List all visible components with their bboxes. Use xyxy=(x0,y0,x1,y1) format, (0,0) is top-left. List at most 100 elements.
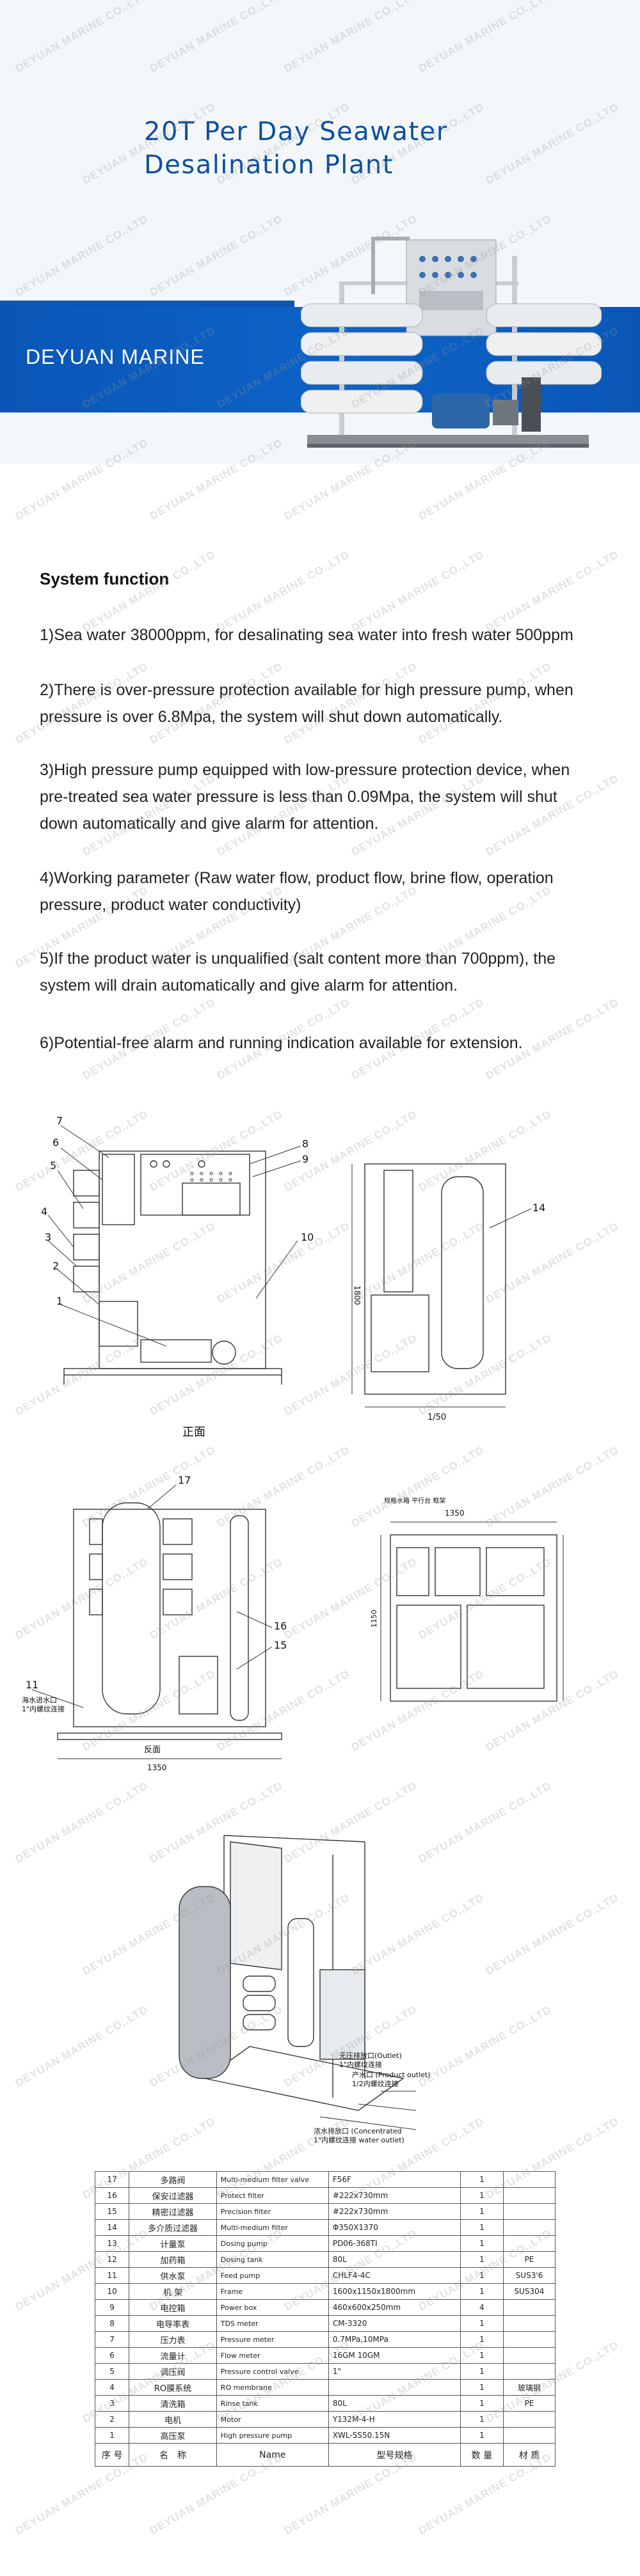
table-cell-qty: 1 xyxy=(460,2203,504,2220)
table-cell-no: 1 xyxy=(94,2427,130,2444)
table-cell-model: CM-3320 xyxy=(328,2315,461,2332)
table-cell-model xyxy=(328,2379,461,2396)
plan-note: 规格水箱 平行台 框架 xyxy=(384,1496,445,1505)
table-cell-model: CHLF4-4C xyxy=(328,2267,461,2284)
table-cell-mat xyxy=(502,2315,556,2332)
table-cell-model: PD06-368TI xyxy=(328,2235,461,2252)
table-cell-qty: 1 xyxy=(460,2171,504,2188)
table-cell-no: 5 xyxy=(94,2363,130,2380)
table-cell-no: 4 xyxy=(94,2379,130,2396)
callout-3: 3 xyxy=(45,1231,51,1243)
table-cell-model: 16GM 10GM xyxy=(328,2347,461,2364)
table-cell-cn: 清洗箱 xyxy=(129,2395,217,2412)
iso-label-outlet-thread: 1"内螺纹连接 xyxy=(339,2060,382,2069)
table-header-qty: 数 量 xyxy=(460,2443,504,2467)
callout-5: 5 xyxy=(50,1159,56,1172)
hero-title-line-2: Desalination Plant xyxy=(144,150,394,180)
table-cell-no: 17 xyxy=(94,2171,130,2188)
table-header-model: 型号规格 xyxy=(328,2443,461,2467)
table-cell-no: 13 xyxy=(94,2235,130,2252)
table-cell-en: Dosing tank xyxy=(216,2251,329,2268)
table-cell-en: Rinse tank xyxy=(216,2395,329,2412)
iso-label-outlet: 无压排放口(Outlet) xyxy=(339,2051,402,2060)
function-item-2: 2)There is over-pressure protection avai… xyxy=(40,681,573,726)
table-cell-no: 7 xyxy=(94,2331,130,2348)
table-cell-mat: SUS304 xyxy=(502,2283,556,2300)
table-cell-qty: 1 xyxy=(460,2283,504,2300)
table-cell-cn: 多路阀 xyxy=(129,2171,217,2188)
table-cell-qty: 1 xyxy=(460,2331,504,2348)
table-cell-qty: 1 xyxy=(460,2379,504,2396)
iso-label-product: 产水口 (Product outlet) xyxy=(352,2070,431,2079)
table-cell-model: F56F xyxy=(328,2171,461,2188)
hero-banner: 20T Per Day Seawater Desalination Plant … xyxy=(0,0,640,464)
table-cell-model: 460x600x250mm xyxy=(328,2299,461,2316)
table-cell-cn: 供水泵 xyxy=(129,2267,217,2284)
table-cell-model: 1" xyxy=(328,2363,461,2380)
isometric-view-drawing: 无压排放口(Outlet) 1"内螺纹连接 产水口 (Product outle… xyxy=(128,1810,486,2155)
table-cell-qty: 1 xyxy=(460,2347,504,2364)
callout-15: 15 xyxy=(274,1639,287,1651)
table-cell-model: 80L xyxy=(328,2251,461,2268)
table-cell-qty: 4 xyxy=(460,2299,504,2316)
table-cell-model: 1600x1150x1800mm xyxy=(328,2283,461,2300)
table-cell-en: Dosing pump xyxy=(216,2235,329,2252)
table-cell-en: RO membrane xyxy=(216,2379,329,2396)
hero-title: 20T Per Day Seawater Desalination Plant xyxy=(144,115,448,182)
watermark-text: DEYUAN MARINE CO.,LTD xyxy=(483,1891,621,1977)
table-cell-no: 6 xyxy=(94,2347,130,2364)
function-item-5: 5)If the product water is unqualified (s… xyxy=(40,950,556,994)
table-cell-model: Y132M-4-H xyxy=(328,2411,461,2428)
callout-2: 2 xyxy=(52,1260,59,1272)
table-cell-mat xyxy=(502,2363,556,2380)
function-item-1: 1)Sea water 38000ppm, for desalinating s… xyxy=(40,626,573,644)
table-cell-en: Flow meter xyxy=(216,2347,329,2364)
front-view-caption: 正面 xyxy=(182,1425,205,1439)
table-cell-en: Protect filter xyxy=(216,2187,329,2204)
table-cell-qty: 1 xyxy=(460,2251,504,2268)
back-dim-width: 1350 xyxy=(147,1763,167,1772)
table-cell-qty: 1 xyxy=(460,2187,504,2204)
function-item-3: 3)High pressure pump equipped with low-p… xyxy=(40,761,570,833)
table-cell-en: Multi-medium filter valve xyxy=(216,2171,329,2188)
side-dim-width: 1/50 xyxy=(428,1413,446,1422)
table-cell-cn: 流量计 xyxy=(129,2347,217,2364)
table-cell-qty: 1 xyxy=(460,2315,504,2332)
table-cell-cn: 多介质过滤器 xyxy=(129,2219,217,2236)
table-cell-no: 15 xyxy=(94,2203,130,2220)
table-cell-model: #222x730mm xyxy=(328,2203,461,2220)
table-cell-model: Φ350X1370 xyxy=(328,2219,461,2236)
table-cell-en: Pressure control valve xyxy=(216,2363,329,2380)
table-cell-en: Pressure meter xyxy=(216,2331,329,2348)
side-view-drawing: 14 1/50 1800 xyxy=(346,1151,557,1426)
table-cell-mat xyxy=(502,2427,556,2444)
callout-14: 14 xyxy=(532,1202,545,1214)
callout-9: 9 xyxy=(302,1153,308,1165)
table-cell-no: 10 xyxy=(94,2283,130,2300)
table-header-mat: 材 质 xyxy=(502,2443,556,2467)
table-cell-mat: PE xyxy=(502,2395,556,2412)
plan-view-drawing: 1350 规格水箱 平行台 框架 1150 xyxy=(371,1484,570,1752)
table-cell-mat xyxy=(502,2299,556,2316)
table-cell-no: 2 xyxy=(94,2411,130,2428)
table-cell-no: 9 xyxy=(94,2299,130,2316)
table-cell-no: 12 xyxy=(94,2251,130,2268)
table-cell-model: 0.7MPa,10MPa xyxy=(328,2331,461,2348)
iso-label-brine-thread: 1"内螺纹连接 water outlet) xyxy=(314,2135,404,2144)
table-cell-cn: 调压阀 xyxy=(129,2363,217,2380)
table-cell-cn: 高压泵 xyxy=(129,2427,217,2444)
